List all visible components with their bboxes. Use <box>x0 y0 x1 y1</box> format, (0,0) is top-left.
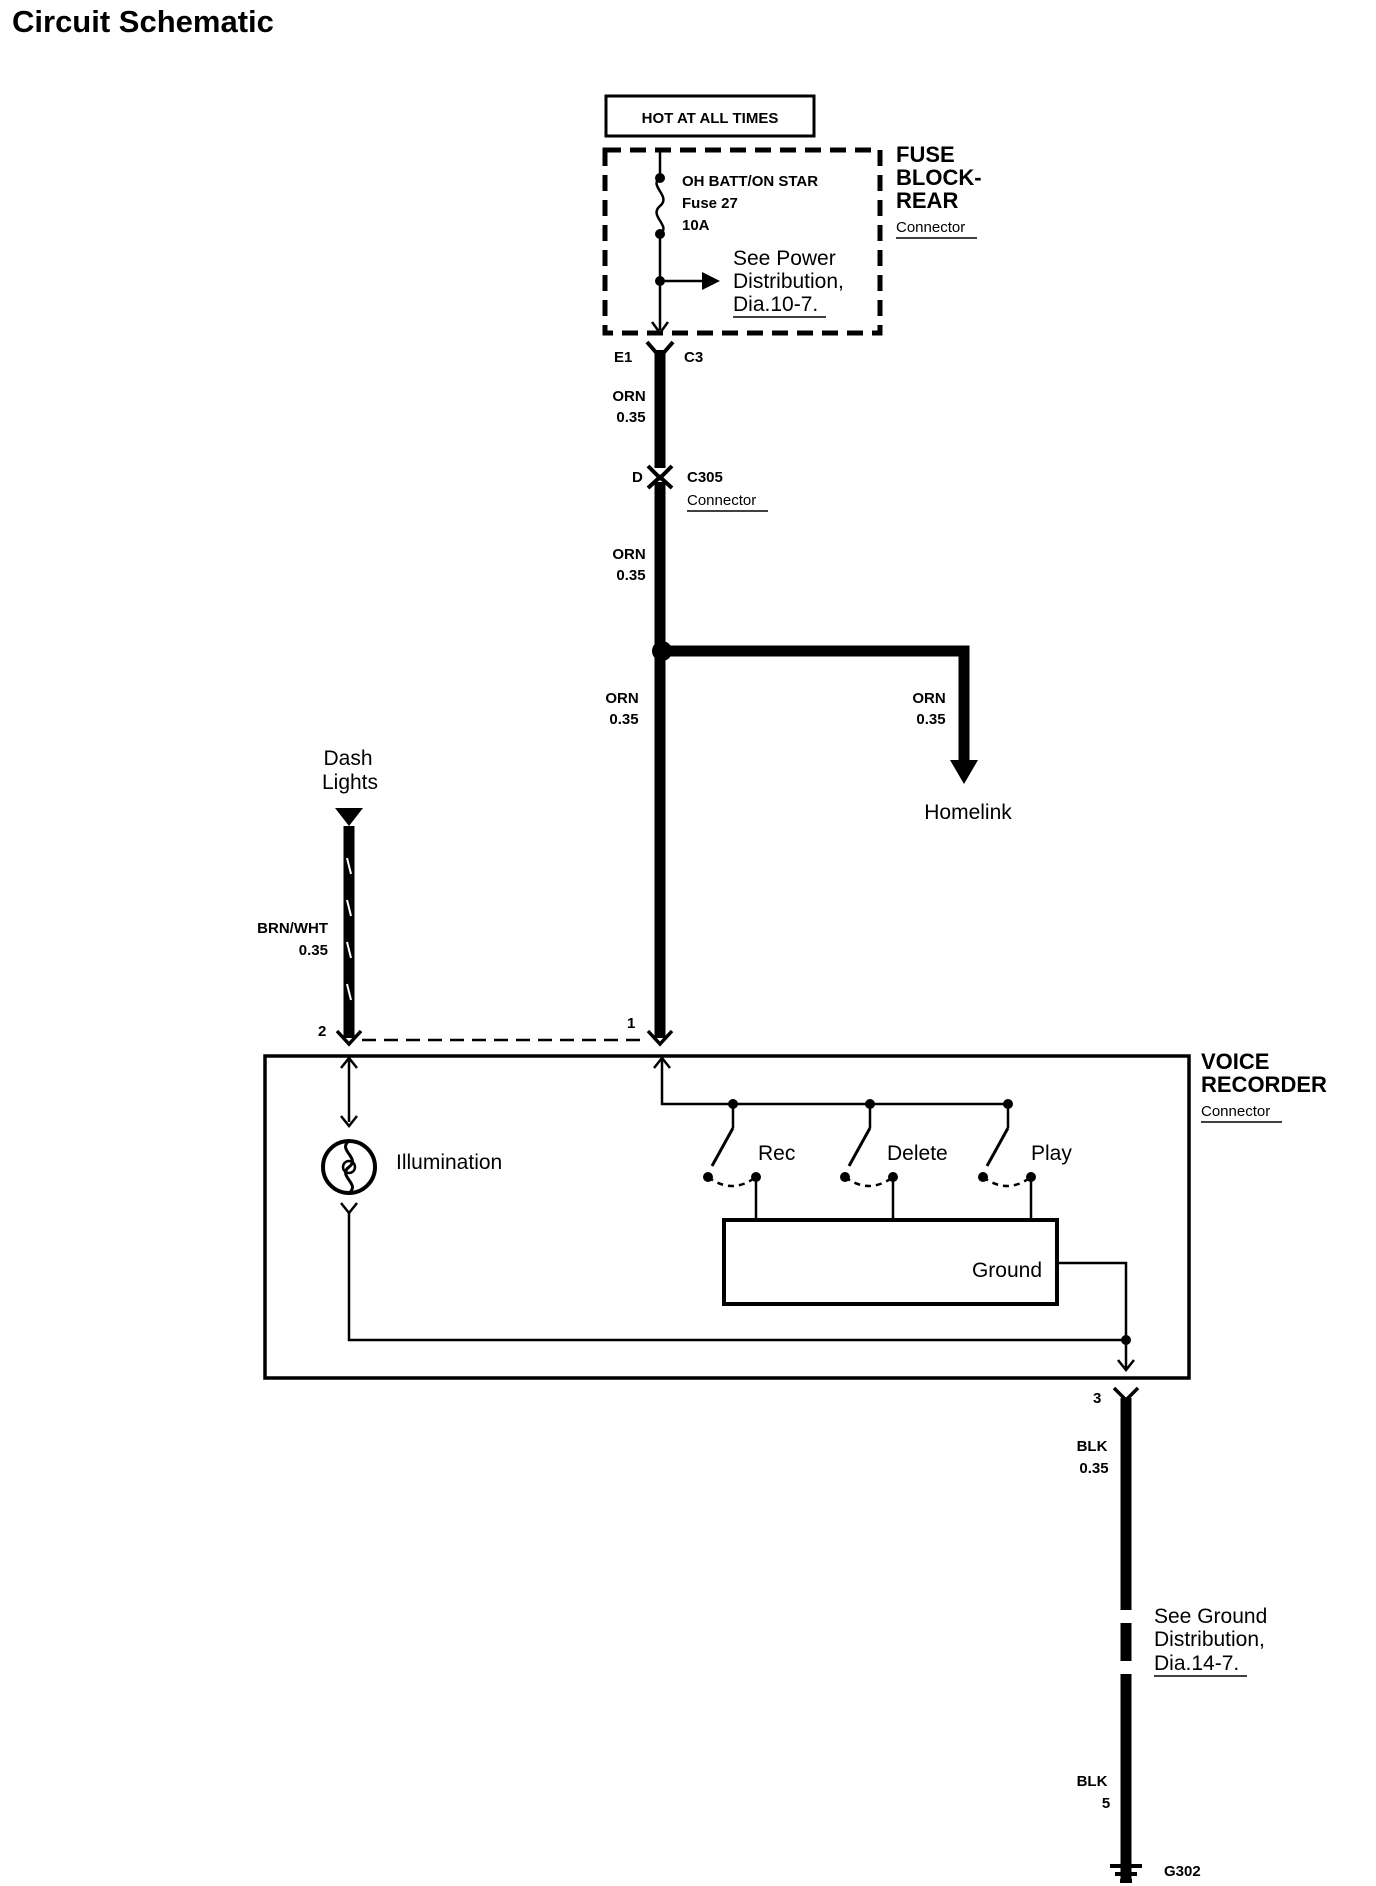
see-ground-line1: See Ground <box>1154 1605 1267 1628</box>
illumination-filament-icon <box>344 1139 354 1195</box>
power-distribution-arrow <box>702 272 720 290</box>
dash-lights-line2: Lights <box>322 771 378 794</box>
rec-switch-link <box>707 1175 757 1188</box>
illumination-filament-loop <box>341 1159 357 1175</box>
pin-2-connector-icon <box>335 1029 363 1047</box>
c305-connector: Connector <box>687 492 756 509</box>
play-switch-link <box>982 1175 1032 1188</box>
homelink-label: Homelink <box>924 801 1012 824</box>
pin-2-label: 2 <box>318 1023 326 1040</box>
switch-play-label: Play <box>1031 1142 1072 1165</box>
delete-switch-blade-icon[interactable] <box>847 1127 872 1167</box>
see-power-link[interactable]: Dia.10-7. <box>733 293 818 316</box>
illumination-ground-wire <box>347 1213 1126 1342</box>
switch-rec-label: Rec <box>758 1142 795 1165</box>
page-title: Circuit Schematic <box>12 4 274 39</box>
fuse-block-outline <box>602 147 883 336</box>
pin-1-connector-icon <box>646 1029 674 1047</box>
orn-wire-3-color: ORN <box>605 690 638 707</box>
brn-wht-stripe-3 <box>346 941 352 959</box>
illumination-lamp-bottom-icon <box>340 1202 358 1216</box>
voice-recorder-label-2: RECORDER <box>1201 1072 1327 1097</box>
blk-wire-1-gauge: 0.35 <box>1079 1460 1108 1477</box>
fuse-icon <box>655 176 665 236</box>
orn-wire-1-gauge: 0.35 <box>616 409 645 426</box>
dash-lights-line1: Dash <box>323 747 372 770</box>
ground-module-label: Ground <box>972 1259 1042 1282</box>
see-power-line2: Distribution, <box>733 270 844 293</box>
ground-id: G302 <box>1164 1863 1201 1880</box>
fuse-out-arrow-icon <box>650 321 670 336</box>
fuse-number: Fuse 27 <box>682 195 738 212</box>
orn-homelink-gauge: 0.35 <box>916 711 945 728</box>
see-ground-line2: Distribution, <box>1154 1628 1265 1651</box>
hot-at-all-times-box <box>604 94 816 138</box>
brn-wht-stripe-4 <box>346 983 352 1001</box>
see-ground-link[interactable]: Dia.14-7. <box>1154 1652 1239 1675</box>
illumination-lamp-top-icon <box>340 1115 358 1129</box>
pin-e1: E1 <box>614 349 632 366</box>
play-switch-blade-icon[interactable] <box>985 1127 1010 1167</box>
blk-wire-2-color: BLK <box>1077 1773 1108 1790</box>
voice-recorder-connector: Connector <box>1201 1103 1270 1120</box>
switch-feed-wire <box>660 1058 1008 1106</box>
fuse-rating: 10A <box>682 217 710 234</box>
c305-name: C305 <box>687 469 723 486</box>
delete-switch-link <box>844 1175 894 1188</box>
ground-module-wire <box>1057 1261 1128 1368</box>
fuse-block-connector: Connector <box>896 219 965 236</box>
blk-wire-1-color: BLK <box>1077 1438 1108 1455</box>
pin-1-label: 1 <box>627 1015 635 1032</box>
ground-symbol-icon <box>1110 1864 1142 1883</box>
orn-homelink-color: ORN <box>912 690 945 707</box>
voice-recorder-label-1: VOICE <box>1201 1049 1269 1074</box>
hot-at-all-times-label: HOT AT ALL TIMES <box>642 110 779 127</box>
orn-wire-1-color: ORN <box>612 388 645 405</box>
fuse-block-label-3: REAR <box>896 188 958 213</box>
pin-c3: C3 <box>684 349 703 366</box>
orn-wire-2-gauge: 0.35 <box>616 567 645 584</box>
c305-pin: D <box>632 469 643 486</box>
pin-3-out-arrow-icon <box>1117 1359 1135 1373</box>
homelink-arrow <box>950 760 978 784</box>
orn-wire-3-gauge: 0.35 <box>609 711 638 728</box>
brn-wht-gauge: 0.35 <box>299 942 328 959</box>
connector-e1-c3-icon <box>645 340 675 361</box>
c305-bottom-icon <box>646 474 674 490</box>
orn-wire-2-color: ORN <box>612 546 645 563</box>
brn-wht-color: BRN/WHT <box>257 920 328 937</box>
switch-delete-label: Delete <box>887 1142 948 1165</box>
fuse-block-label-2: BLOCK- <box>896 165 982 190</box>
voice-recorder-box <box>263 1054 1191 1380</box>
fuse-block-label-1: FUSE <box>896 142 955 167</box>
dash-lights-arrow <box>335 808 363 826</box>
pin-3-label: 3 <box>1093 1390 1101 1407</box>
fuse-name: OH BATT/ON STAR <box>682 173 818 190</box>
homelink-wire <box>662 645 970 760</box>
brn-wht-stripe-1 <box>346 857 352 875</box>
ground-junction-node <box>1121 1335 1131 1345</box>
rec-switch-blade-icon[interactable] <box>710 1127 735 1167</box>
blk-wire-2-gauge: 5 <box>1102 1795 1110 1812</box>
switch-feed-arrow-icon <box>653 1055 671 1069</box>
illumination-in-arrow-icon <box>340 1055 358 1069</box>
brn-wht-stripe-2 <box>346 899 352 917</box>
see-power-line1: See Power <box>733 247 836 270</box>
illumination-label: Illumination <box>396 1151 502 1174</box>
